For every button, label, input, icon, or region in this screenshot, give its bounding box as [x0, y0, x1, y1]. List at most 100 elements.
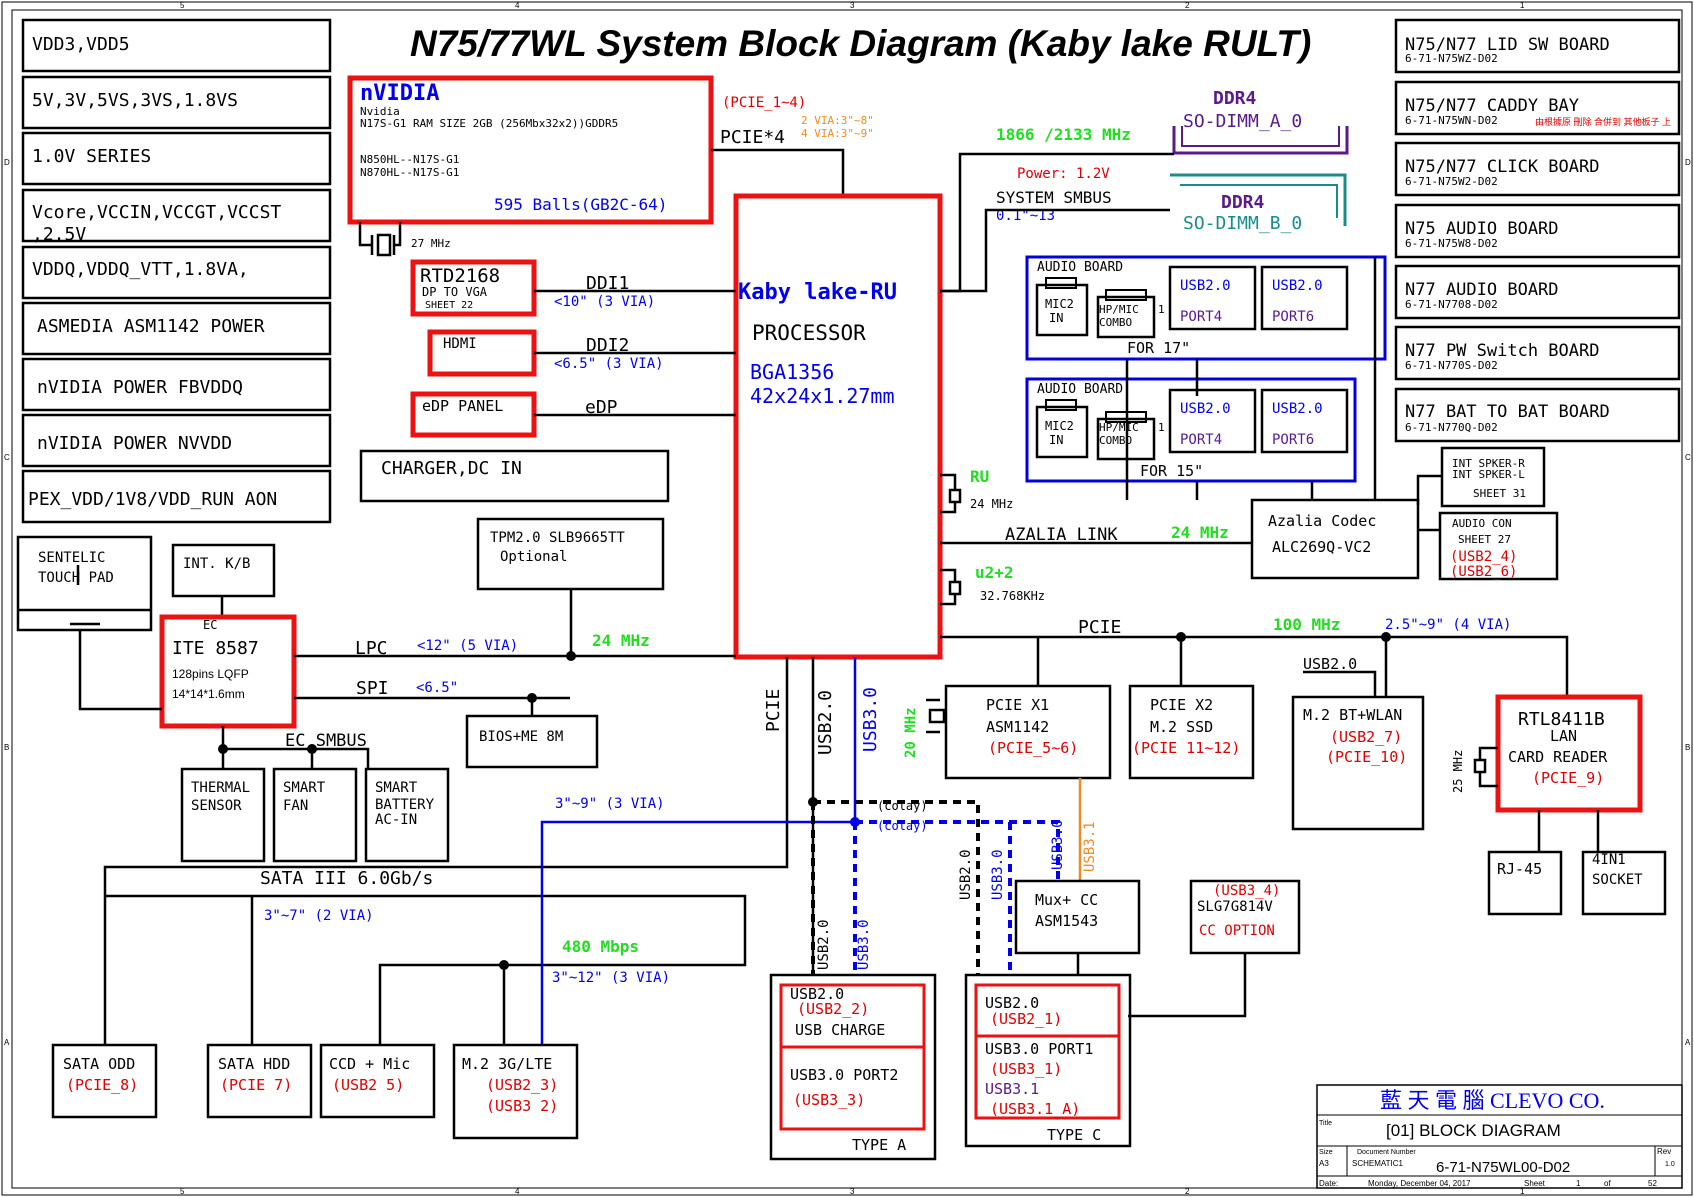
svg-text:(PCIE_1~4): (PCIE_1~4) — [722, 95, 806, 111]
svg-text:M.2 3G/LTE: M.2 3G/LTE — [462, 1055, 552, 1073]
svg-text:3"~12" (3 VIA): 3"~12" (3 VIA) — [552, 970, 670, 986]
svg-text:SHEET 22: SHEET 22 — [425, 300, 473, 311]
svg-text:(PCIE_9): (PCIE_9) — [1532, 769, 1604, 787]
svg-text:A3: A3 — [1319, 1159, 1329, 1168]
svg-text:nVIDIA POWER NVVDD: nVIDIA POWER NVVDD — [37, 433, 232, 454]
pcie-bus: PCIE 100 MHz 2.5"~9" (4 VIA) USB2.0 PCIE… — [940, 615, 1667, 916]
svg-text:480 Mbps: 480 Mbps — [562, 937, 639, 956]
charger-label: CHARGER,DC IN — [381, 458, 522, 479]
svg-text:PEX_VDD/1V8/VDD_RUN AON: PEX_VDD/1V8/VDD_RUN AON — [28, 489, 277, 510]
svg-text:52: 52 — [1648, 1179, 1657, 1188]
svg-text:Mux+ CC: Mux+ CC — [1035, 891, 1098, 909]
svg-text:5V,3V,5VS,3VS,1.8VS: 5V,3V,5VS,3VS,1.8VS — [32, 90, 238, 111]
svg-text:USB3.1: USB3.1 — [985, 1080, 1039, 1098]
svg-text:VDD3,VDD5: VDD3,VDD5 — [32, 34, 130, 55]
svg-text:USB2.0: USB2.0 — [1180, 401, 1231, 417]
svg-text:AC-IN: AC-IN — [375, 812, 417, 828]
svg-text:(USB2_1): (USB2_1) — [990, 1010, 1062, 1028]
svg-text:VDDQ,VDDQ_VTT,1.8VA,: VDDQ,VDDQ_VTT,1.8VA, — [32, 259, 249, 280]
svg-text:25 MHz: 25 MHz — [1451, 750, 1465, 793]
svg-text:A: A — [4, 1038, 10, 1047]
svg-text:3: 3 — [850, 1187, 855, 1196]
svg-text:<12" (5 VIA): <12" (5 VIA) — [417, 638, 518, 654]
svg-text:(PCIE_10): (PCIE_10) — [1326, 748, 1407, 766]
svg-text:nVIDIA: nVIDIA — [360, 81, 439, 106]
svg-text:HDMI: HDMI — [443, 336, 477, 352]
svg-text:USB2.0: USB2.0 — [815, 690, 836, 755]
svg-text:32.768KHz: 32.768KHz — [980, 589, 1045, 603]
svg-text:(USB3.1_A): (USB3.1_A) — [990, 1100, 1080, 1118]
ec-peripherals: THERMAL SENSOR SMART FAN SMART BATTERY A… — [180, 767, 450, 863]
svg-text:M.2 SSD: M.2 SSD — [1150, 718, 1213, 736]
svg-text:SO-DIMM_A_0: SO-DIMM_A_0 — [1183, 111, 1302, 132]
svg-text:(USB2_3): (USB2_3) — [486, 1076, 558, 1094]
svg-text:eDP: eDP — [585, 397, 618, 418]
svg-text:(USB3_3): (USB3_3) — [793, 1091, 865, 1109]
svg-text:THERMAL: THERMAL — [191, 780, 250, 796]
svg-text:D: D — [4, 158, 10, 167]
svg-text:(USB2 5): (USB2 5) — [332, 1076, 404, 1094]
svg-text:(PCIE 11~12): (PCIE 11~12) — [1132, 739, 1240, 757]
svg-text:USB2.0: USB2.0 — [1180, 278, 1231, 294]
svg-text:1: 1 — [1158, 303, 1165, 316]
svg-text:SCHEMATIC1: SCHEMATIC1 — [1352, 1159, 1404, 1168]
svg-text:D: D — [1685, 158, 1691, 167]
svg-text:1.0: 1.0 — [1665, 1161, 1675, 1168]
svg-text:SYSTEM SMBUS: SYSTEM SMBUS — [996, 188, 1112, 207]
svg-text:SATA III 6.0Gb/s: SATA III 6.0Gb/s — [260, 868, 433, 889]
svg-text:DDI1: DDI1 — [586, 273, 629, 294]
svg-text:EC SMBUS: EC SMBUS — [285, 731, 367, 751]
svg-text:1: 1 — [1520, 1187, 1525, 1196]
svg-text:TYPE A: TYPE A — [852, 1136, 906, 1154]
svg-text:4 VIA:3"~9": 4 VIA:3"~9" — [801, 127, 874, 140]
svg-text:6-71-N770S-D02: 6-71-N770S-D02 — [1405, 359, 1498, 372]
svg-text:N75/N77 CLICK BOARD: N75/N77 CLICK BOARD — [1405, 157, 1599, 177]
svg-text:USB CHARGE: USB CHARGE — [795, 1021, 885, 1039]
svg-text:24 MHz: 24 MHz — [970, 497, 1013, 511]
svg-text:TYPE C: TYPE C — [1047, 1126, 1101, 1144]
svg-text:42x24x1.27mm: 42x24x1.27mm — [750, 384, 895, 408]
svg-text:3: 3 — [850, 1, 855, 10]
svg-text:USB2.0: USB2.0 — [1272, 401, 1323, 417]
svg-text:IN: IN — [1049, 311, 1063, 325]
svg-text:B: B — [4, 743, 9, 752]
svg-text:1: 1 — [1158, 421, 1165, 434]
svg-text:(colay): (colay) — [877, 819, 928, 833]
svg-text:(USB3_4): (USB3_4) — [1213, 883, 1280, 899]
mux-block: Mux+ CC ASM1543 (USB3_4) SLG7G814V CC OP… — [1014, 879, 1301, 1018]
svg-text:6-71-N75W8-D02: 6-71-N75W8-D02 — [1405, 237, 1498, 250]
svg-text:3"~7" (2 VIA): 3"~7" (2 VIA) — [264, 908, 374, 924]
svg-text:DDR4: DDR4 — [1221, 192, 1265, 213]
board-list: N75/N77 LID SW BOARD N75/N77 CADDY BAY N… — [1394, 18, 1681, 443]
svg-text:4IN1: 4IN1 — [1592, 852, 1626, 868]
svg-text:BGA1356: BGA1356 — [750, 360, 834, 384]
svg-text:SOCKET: SOCKET — [1592, 872, 1643, 888]
svg-text:SMART: SMART — [283, 780, 326, 796]
svg-text:LAN: LAN — [1550, 727, 1577, 745]
audio-board-15: AUDIO BOARD MIC2 IN HP/MIC COMBO 1 USB2.… — [1025, 377, 1357, 483]
svg-text:Monday, December 04, 2017: Monday, December 04, 2017 — [1368, 1179, 1471, 1188]
usb-routing: 3"~9" (3 VIA) 480 Mbps 3"~12" (3 VIA) (c… — [540, 796, 1066, 1045]
svg-text:PORT4: PORT4 — [1180, 309, 1222, 325]
svg-text:CC OPTION: CC OPTION — [1199, 923, 1275, 939]
svg-text:INT SPKER-R: INT SPKER-R — [1452, 457, 1525, 470]
svg-text:INT SPKER-L: INT SPKER-L — [1452, 468, 1525, 481]
svg-text:N77 BAT TO BAT BOARD: N77 BAT TO BAT BOARD — [1405, 402, 1610, 422]
svg-text:由根據原 刪除 合併到 其他板子 上: 由根據原 刪除 合併到 其他板子 上 — [1535, 116, 1671, 127]
svg-text:AZALIA LINK: AZALIA LINK — [1005, 525, 1118, 545]
svg-text:<6.5" (3 VIA): <6.5" (3 VIA) — [554, 356, 664, 372]
power-list: VDD3,VDD5 5V,3V,5VS,3VS,1.8VS 1.0V SERIE… — [21, 18, 332, 524]
svg-text:USB3.0: USB3.0 — [1050, 819, 1066, 870]
svg-text:6-71-N7708-D02: 6-71-N7708-D02 — [1405, 298, 1498, 311]
svg-text:PCIE: PCIE — [763, 689, 784, 732]
svg-text:DDR4: DDR4 — [1213, 88, 1257, 109]
svg-text:CARD READER: CARD READER — [1508, 748, 1608, 766]
svg-text:IN: IN — [1049, 433, 1063, 447]
svg-text:LPC: LPC — [355, 638, 388, 659]
svg-text:HP/MIC: HP/MIC — [1099, 303, 1139, 316]
svg-text:N17S-G1 RAM SIZE 2GB (256M: N17S-G1 RAM SIZE 2GB (256Mbx32x2))GDDR5 — [360, 117, 618, 130]
svg-text:USB2.0: USB2.0 — [1272, 278, 1323, 294]
svg-text:2: 2 — [1185, 1187, 1190, 1196]
svg-text:,2.5V: ,2.5V — [32, 224, 86, 245]
svg-text:(PCIE 7): (PCIE 7) — [220, 1076, 292, 1094]
